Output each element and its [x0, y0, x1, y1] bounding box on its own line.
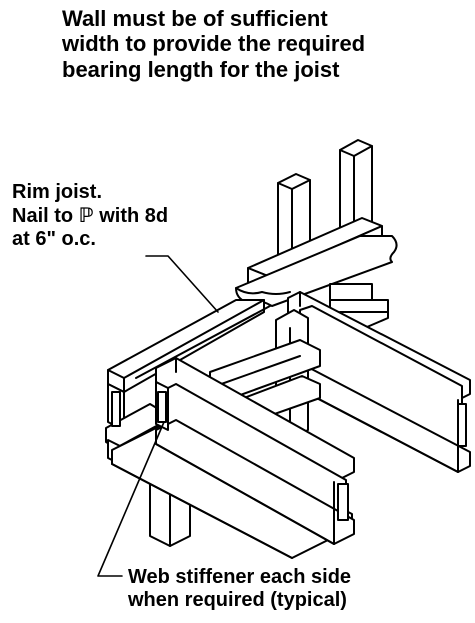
rim-joist-note-line-2: Nail to ℙ with 8d	[12, 204, 169, 227]
wall-bearing-note-line-2: width to provide the required	[62, 31, 366, 57]
rim-joist-note: Rim joist. Nail to ℙ with 8d at 6" o.c.	[12, 181, 168, 252]
i-joist-right	[287, 291, 471, 473]
rim-joist-leader	[145, 255, 219, 313]
leader-lines	[97, 255, 219, 577]
wall-bearing-note: Wall must be of sufficient width to prov…	[62, 6, 365, 82]
web-stiffener	[155, 381, 169, 431]
web-stiffener-note-line-1: Web stiffener each side	[128, 566, 352, 588]
rim-joist-note-line-1: Rim joist.	[12, 181, 103, 203]
web-stiffener-leader	[97, 421, 165, 577]
rim-joist-note-line-3: at 6" o.c.	[12, 228, 96, 251]
wall-bearing-note-line-3: bearing length for the joist	[62, 56, 340, 82]
wall-bearing-note-line-1: Wall must be of sufficient	[62, 6, 328, 31]
web-stiffener-note-line-2: when required (typical)	[128, 589, 347, 611]
web-stiffener-note: Web stiffener each side when required (t…	[128, 566, 351, 612]
i-joist-front	[155, 357, 355, 545]
